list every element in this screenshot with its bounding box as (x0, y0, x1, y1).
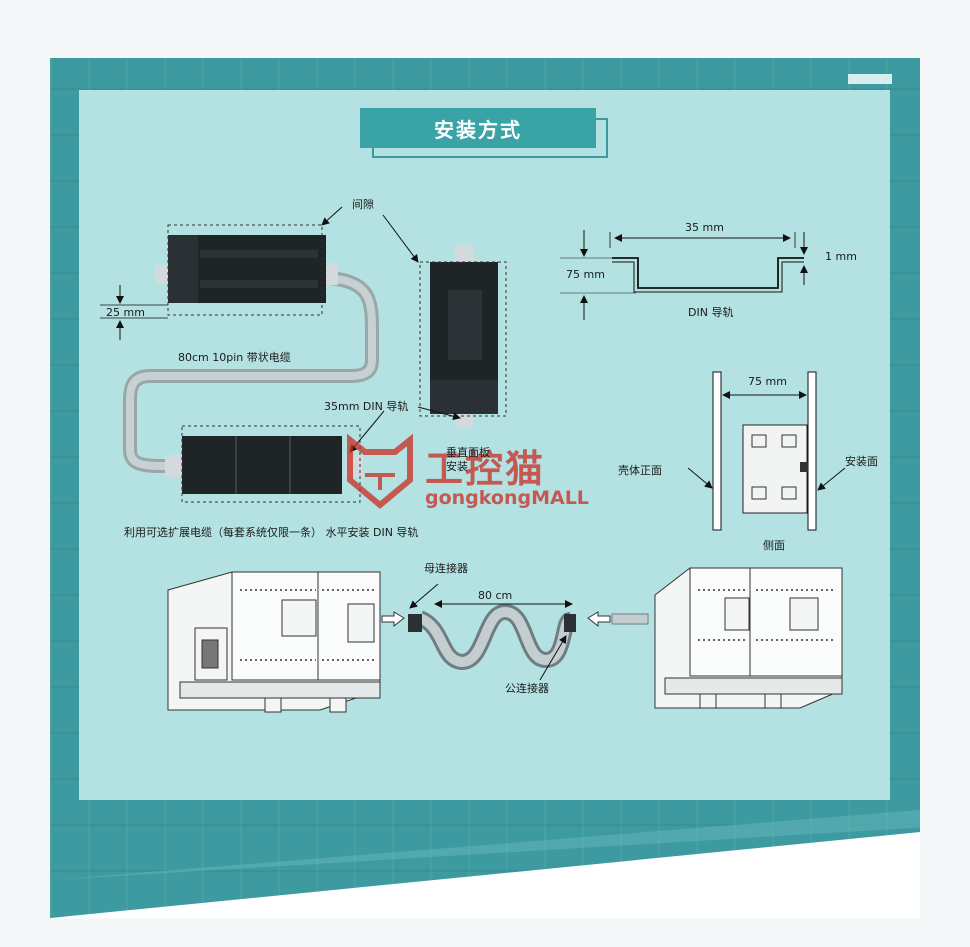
label-gap: 间隙 (352, 198, 374, 211)
wavy-extension-cable (408, 603, 576, 671)
title-box: 安装方式 (360, 108, 610, 160)
watermark-sub: gongkongMALL (425, 487, 589, 509)
label-din-rail: DIN 导轨 (688, 306, 734, 319)
label-75mm: 75 mm (566, 268, 605, 281)
side-view (687, 371, 846, 531)
label-1mm: 1 mm (825, 250, 857, 263)
label-35mm-din: 35mm DIN 导轨 (324, 400, 409, 413)
plc-left-line-drawing (167, 571, 381, 713)
plc-module-bottom (165, 425, 363, 503)
din-rail-profile (612, 257, 804, 289)
label-ribbon-cable: 80cm 10pin 带状电缆 (178, 351, 291, 364)
cat-logo-icon (347, 433, 413, 509)
label-35mm: 35 mm (685, 221, 724, 234)
label-vertical-1: 垂直面板 (446, 446, 490, 459)
plc-module-vertical (419, 245, 507, 428)
label-80cm: 80 cm (478, 589, 513, 602)
plc-right-line-drawing (654, 567, 843, 709)
label-side: 侧面 (763, 539, 785, 552)
top-accent-bar (848, 74, 892, 84)
plc-module-top (155, 224, 338, 316)
label-male-connector: 公连接器 (505, 682, 549, 695)
label-75mm-side: 75 mm (748, 375, 787, 388)
label-vertical-2: 安装 (446, 460, 468, 473)
small-connector-right (611, 613, 649, 625)
label-female-connector: 母连接器 (424, 562, 468, 575)
page-title: 安装方式 (360, 108, 596, 148)
label-mount-surface: 安装面 (845, 455, 878, 468)
label-25mm: 25 mm (106, 306, 145, 319)
watermark-text: 工控猫 (425, 447, 546, 491)
label-shell-front: 壳体正面 (618, 464, 662, 477)
label-bottom-caption: 利用可选扩展电缆（每套系统仅限一条） 水平安装 DIN 导轨 (124, 526, 419, 539)
